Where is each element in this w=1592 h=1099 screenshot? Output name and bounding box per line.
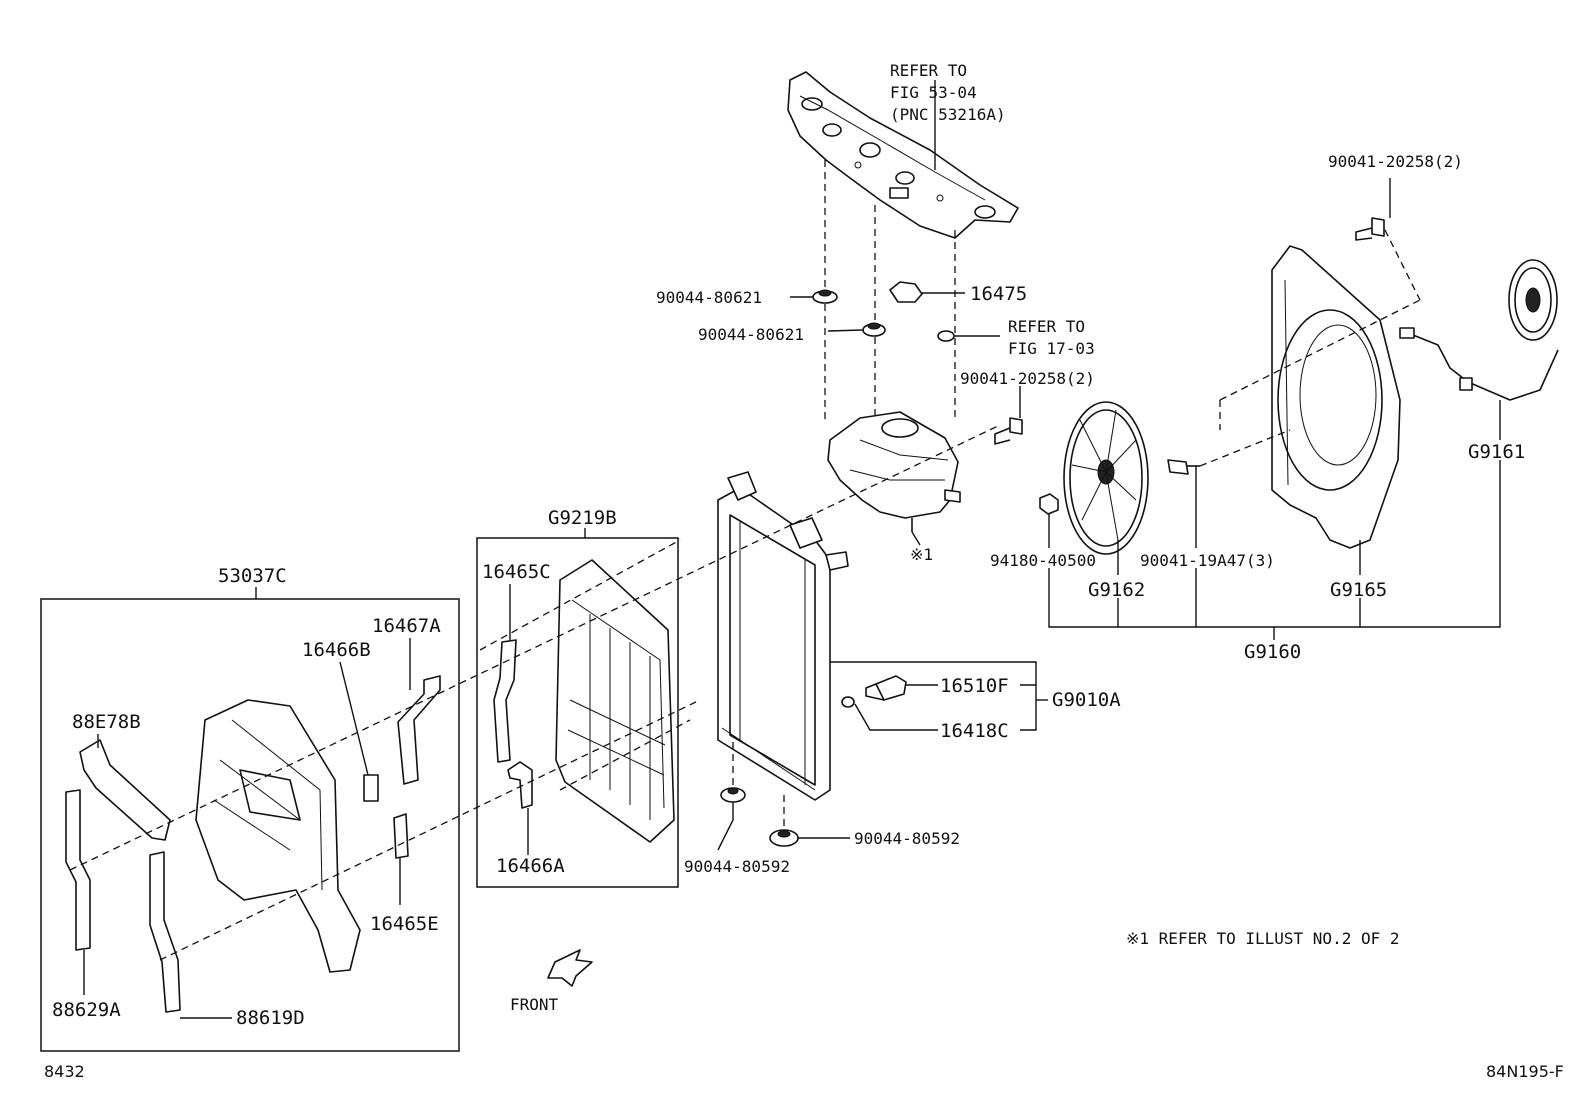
label-16418c: 16418C (940, 720, 1009, 742)
duct-53037c (195, 699, 361, 973)
label-g9162: G9162 (1088, 579, 1145, 601)
upper-radiator-support (787, 71, 1019, 239)
nut-90044-80621-b (862, 322, 886, 337)
radiator-assembly (717, 471, 849, 801)
g9219b-box (476, 537, 679, 888)
label-note-text: ※1 REFER TO ILLUST NO.2 OF 2 (1126, 929, 1400, 948)
motor-g9161 (1399, 259, 1559, 401)
label-94180-40500: 94180-40500 (990, 551, 1096, 570)
air-guide-shroud (555, 559, 675, 843)
label-16466b: 16466B (302, 639, 371, 661)
fan-g9162 (1063, 401, 1149, 555)
label-88619d: 88619D (236, 1007, 305, 1029)
seal-88619d (149, 851, 181, 1013)
nut-94180-40500 (1039, 493, 1059, 515)
label-88e78b: 88E78B (72, 711, 141, 733)
bolt-90041-20258-mid (994, 417, 1023, 445)
seal-16466b (363, 774, 379, 802)
label-refer-fig-17-03-line1: REFER TO (1008, 317, 1085, 336)
label-g9219b: G9219B (548, 507, 617, 529)
label-refer-fig-17-03-line2: FIG 17-03 (1008, 339, 1095, 358)
seal-88e78b (79, 739, 171, 841)
seal-16465e (393, 813, 409, 859)
seal-16466a (507, 761, 533, 809)
53037c-box (40, 598, 460, 1052)
label-53037c: 53037C (218, 565, 287, 587)
clip-fig-17-03 (937, 330, 955, 342)
nut-90044-80621-a (812, 289, 838, 304)
seal-88629a (65, 789, 91, 951)
label-90041-20258-mid: 90041-20258(2) (960, 369, 1095, 388)
label-front: FRONT (510, 995, 559, 1014)
label-90044-80621-a: 90044-80621 (656, 288, 762, 307)
label-90044-80621-b: 90044-80621 (698, 325, 804, 344)
bolt-90041-19a47 (1167, 459, 1200, 475)
label-90041-20258-top: 90041-20258(2) (1328, 152, 1463, 171)
label-88629a: 88629A (52, 999, 121, 1021)
label-g9160: G9160 (1244, 641, 1301, 663)
label-16465c: 16465C (482, 561, 551, 583)
front-arrow-icon (547, 949, 593, 987)
label-refer-fig-53-04-line3: (PNC 53216A) (890, 105, 1006, 124)
label-note-marker: ※1 (910, 545, 933, 564)
label-g9161: G9161 (1468, 441, 1525, 463)
shroud-g9165 (1271, 245, 1401, 549)
seal-16465c (493, 639, 517, 763)
grommet-90044-80592-a (720, 787, 746, 803)
footer-left-code: 8432 (44, 1062, 85, 1081)
label-g9010a: G9010A (1052, 689, 1121, 711)
footer-right-code: 84N195-F (1486, 1062, 1564, 1081)
drain-cock-16510f (865, 675, 907, 701)
grommet-90044-80592-b (769, 829, 799, 847)
label-g9165: G9165 (1330, 579, 1387, 601)
label-90044-80592-b: 90044-80592 (854, 829, 960, 848)
label-16466a: 16466A (496, 855, 565, 877)
label-16465e: 16465E (370, 913, 439, 935)
label-90041-19a47: 90041-19A47(3) (1140, 551, 1275, 570)
gasket-16418c (841, 696, 855, 708)
seal-16467a (397, 675, 441, 785)
label-16467a: 16467A (372, 615, 441, 637)
reservoir-tank (827, 411, 961, 532)
label-16510f: 16510F (940, 675, 1009, 697)
cap-16475 (889, 281, 923, 303)
label-refer-fig-53-04-line1: REFER TO (890, 61, 967, 80)
label-16475: 16475 (970, 283, 1027, 305)
bolt-90041-20258-top (1355, 217, 1385, 241)
label-refer-fig-53-04-line2: FIG 53-04 (890, 83, 977, 102)
label-90044-80592-a: 90044-80592 (684, 857, 790, 876)
